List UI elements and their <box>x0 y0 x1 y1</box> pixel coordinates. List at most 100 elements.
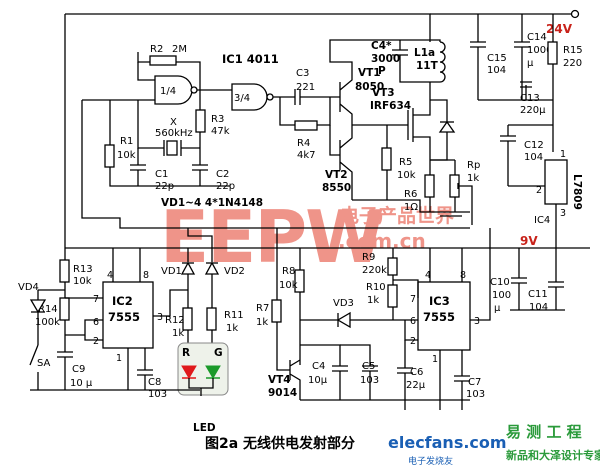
svg-text:R10: R10 <box>366 282 386 293</box>
svg-text:C15: C15 <box>487 53 507 64</box>
svg-text:R5: R5 <box>399 157 412 168</box>
r9-resistor <box>387 257 398 276</box>
svg-text:C4*: C4* <box>371 40 392 52</box>
footer-brand: elecfans.com 电子发烧友 易 测 工 程 新品和大泽设计专家 <box>388 423 600 467</box>
svg-text:11T: 11T <box>416 60 439 72</box>
svg-text:7: 7 <box>93 294 99 305</box>
l1a-inductor <box>439 41 446 83</box>
elecfans-logo: elecfans.com <box>388 433 507 452</box>
svg-text:8050: 8050 <box>355 81 384 93</box>
svg-text:VD3: VD3 <box>333 298 354 309</box>
r7-resistor <box>271 299 282 323</box>
led-green <box>205 365 221 379</box>
svg-text:IC3: IC3 <box>429 294 450 308</box>
r13-resistor <box>59 259 70 283</box>
svg-text:VD4: VD4 <box>18 282 39 293</box>
svg-text:R15: R15 <box>563 45 583 56</box>
svg-text:R11: R11 <box>224 310 244 321</box>
svg-text:4: 4 <box>425 270 431 281</box>
svg-text:4: 4 <box>107 270 113 281</box>
svg-text:103: 103 <box>466 389 485 400</box>
svg-text:8550: 8550 <box>322 182 351 194</box>
r8-resistor <box>294 269 305 293</box>
watermark: EEPW .com.cn 电子产品世界 <box>160 195 454 279</box>
r2-resistor <box>149 55 177 66</box>
svg-text:1k: 1k <box>226 323 238 334</box>
ic2-chip <box>102 281 154 349</box>
svg-text:2: 2 <box>410 336 416 347</box>
watermark-main: EEPW <box>160 195 383 279</box>
r3-resistor <box>195 109 206 133</box>
crystal-x <box>166 140 178 156</box>
svg-text:1: 1 <box>560 149 566 160</box>
svg-text:R12: R12 <box>165 315 185 326</box>
svg-text:R1: R1 <box>120 136 133 147</box>
ic2-timer: IC2 7555 4 8 7 6 2 1 3 C8 103 R13 10k R1… <box>18 248 200 400</box>
svg-text:C2: C2 <box>216 169 229 180</box>
svg-text:VD1: VD1 <box>161 266 182 277</box>
svg-text:SA: SA <box>37 358 51 369</box>
svg-text:X: X <box>170 117 177 128</box>
ic3-chip <box>417 281 471 351</box>
svg-text:1k: 1k <box>467 173 479 184</box>
svg-text:IC2: IC2 <box>112 294 133 308</box>
r1-resistor <box>104 144 115 168</box>
svg-text:1k: 1k <box>172 328 184 339</box>
svg-text:VT4: VT4 <box>268 374 291 386</box>
svg-text:C6: C6 <box>410 367 423 378</box>
vd-note: VD1~4 4*1N4148 <box>161 197 263 209</box>
svg-text:C7: C7 <box>468 377 481 388</box>
svg-text:10k: 10k <box>117 150 136 161</box>
gate2-label: 3/4 <box>234 93 250 104</box>
svg-text:7555: 7555 <box>423 310 455 324</box>
r15-resistor <box>547 41 558 65</box>
r4-resistor <box>294 120 318 131</box>
svg-text:C8: C8 <box>148 377 161 388</box>
led-package <box>177 342 229 396</box>
svg-text:μ: μ <box>527 58 534 69</box>
svg-text:C14: C14 <box>527 32 547 43</box>
svg-text:1Ω: 1Ω <box>404 202 418 213</box>
svg-text:R7: R7 <box>256 303 269 314</box>
r2-value: 2M <box>172 44 187 55</box>
led-red <box>181 365 197 379</box>
svg-text:8: 8 <box>143 270 149 281</box>
svg-text:VT3: VT3 <box>372 87 395 99</box>
svg-text:6: 6 <box>410 316 416 327</box>
svg-text:220: 220 <box>563 58 582 69</box>
svg-text:R4: R4 <box>297 138 310 149</box>
svg-text:R13: R13 <box>73 264 93 275</box>
svg-text:10k: 10k <box>73 276 92 287</box>
svg-text:L1a: L1a <box>414 47 435 59</box>
svg-text:2: 2 <box>93 336 99 347</box>
svg-text:1: 1 <box>432 354 438 365</box>
svg-text:7: 7 <box>410 294 416 305</box>
svg-text:6: 6 <box>93 317 99 328</box>
svg-text:LED: LED <box>193 422 216 434</box>
svg-text:7555: 7555 <box>108 310 140 324</box>
ic3-timer: IC3 7555 4 8 7 6 2 1 3 R9 220k R10 1k C6… <box>256 228 565 410</box>
svg-text:C9: C9 <box>72 364 85 375</box>
supply-terminal <box>570 9 580 19</box>
footer-right-bottom: 新品和大泽设计专家 <box>506 448 600 462</box>
svg-text:C11: C11 <box>528 289 548 300</box>
svg-text:C5: C5 <box>362 361 375 372</box>
ic4-regulator <box>544 159 568 205</box>
r2-label: R2 <box>150 44 163 55</box>
svg-text:G: G <box>214 347 223 359</box>
gate1-label: 1/4 <box>160 86 176 97</box>
svg-text:8: 8 <box>460 270 466 281</box>
svg-text:1k: 1k <box>367 295 379 306</box>
svg-text:C3: C3 <box>296 68 309 79</box>
svg-text:R14: R14 <box>38 304 58 315</box>
svg-text:C13: C13 <box>520 93 540 104</box>
svg-text:1000: 1000 <box>527 45 552 56</box>
svg-text:3: 3 <box>560 208 566 219</box>
svg-text:22p: 22p <box>216 181 235 192</box>
footer-right-top: 易 测 工 程 <box>506 423 582 441</box>
diode-led-section: VD1~4 4*1N4148 VD1 VD2 R12 1k R11 1k R G… <box>161 197 263 434</box>
svg-text:10k: 10k <box>397 170 416 181</box>
svg-text:103: 103 <box>148 389 167 400</box>
r10-resistor <box>387 284 398 308</box>
